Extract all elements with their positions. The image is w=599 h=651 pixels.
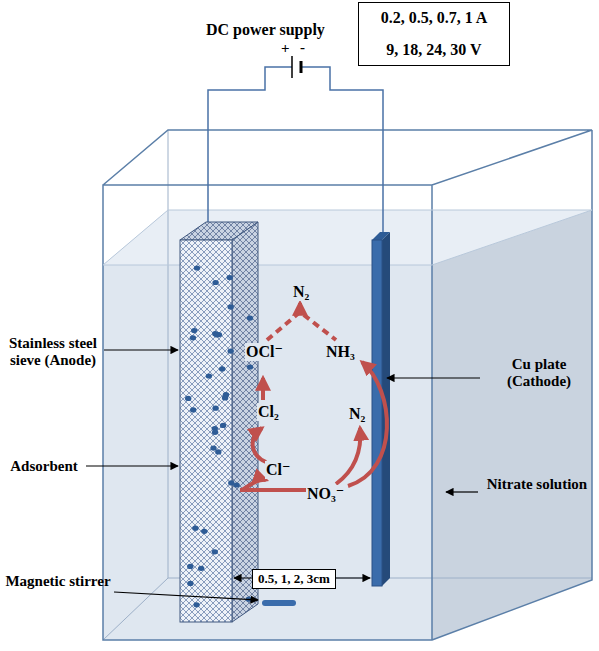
adsorbent-dot	[214, 332, 220, 337]
node-text: 0.5, 1, 2, 3cm	[258, 571, 330, 587]
adsorbent-dot	[193, 602, 199, 607]
adsorbent-dot	[228, 304, 234, 309]
adsorbent-dot	[212, 280, 218, 285]
stirrer-bar	[262, 600, 296, 606]
adsorbent-dot	[247, 316, 253, 321]
part-label: Magnetic stirrer	[3, 573, 113, 590]
distance-box: 0.5, 1, 2, 3cm	[252, 569, 336, 589]
species-label: N₂	[348, 405, 366, 423]
polarity-sign: +	[281, 40, 290, 57]
adsorbent-dot	[220, 423, 226, 428]
reaction-arrows	[240, 303, 387, 490]
species-label: NH₃	[325, 343, 356, 361]
species-label: Cl⁻	[265, 461, 291, 479]
adsorbent-dot	[190, 335, 196, 340]
adsorbent-dot	[227, 275, 233, 280]
part-label: Nitrate solution	[482, 476, 592, 493]
part-label: Adsorbent	[3, 458, 85, 475]
node-text: 0.2, 0.5, 0.7, 1 A	[363, 9, 505, 27]
adsorbent-dot	[194, 265, 200, 270]
adsorbent-dot	[228, 480, 234, 485]
adsorbent-dot	[219, 366, 225, 371]
node-text: 9, 18, 24, 30 V	[363, 41, 505, 59]
supply-label: DC power supply	[206, 21, 325, 39]
adsorbent-dot	[212, 549, 218, 554]
power-spec-box: 0.2, 0.5, 0.7, 1 A 9, 18, 24, 30 V	[358, 2, 510, 66]
species-label: N₂	[292, 283, 310, 301]
anode-sieve	[180, 222, 258, 622]
adsorbent-dot	[198, 566, 204, 571]
adsorbent-dot	[228, 349, 234, 354]
battery-symbol	[292, 56, 301, 78]
adsorbent-dot	[192, 526, 198, 531]
adsorbent-dot	[206, 373, 212, 378]
adsorbent-dot	[190, 407, 196, 412]
adsorbent-dot	[191, 328, 197, 333]
adsorbent-dot	[210, 446, 216, 451]
polarity-sign: -	[300, 39, 305, 56]
power-wires	[208, 67, 383, 242]
adsorbent-dot	[212, 426, 218, 431]
part-label: Stainless steel sieve (Anode)	[3, 335, 103, 370]
leader-arrows	[86, 350, 480, 600]
adsorbent-dot	[212, 406, 218, 411]
species-label: OCl⁻	[245, 343, 284, 361]
species-label: NO₃⁻	[306, 485, 345, 503]
species-label: Cl₂	[257, 403, 280, 421]
adsorbent-dot	[215, 449, 221, 454]
adsorbent-dot	[201, 529, 207, 534]
part-label: Cu plate (Cathode)	[484, 356, 594, 391]
adsorbent-dot	[185, 396, 191, 401]
adsorbent-dot	[223, 392, 229, 397]
adsorbent-dot	[247, 364, 253, 369]
adsorbent-dot	[187, 564, 193, 569]
adsorbent-dot	[187, 581, 193, 586]
